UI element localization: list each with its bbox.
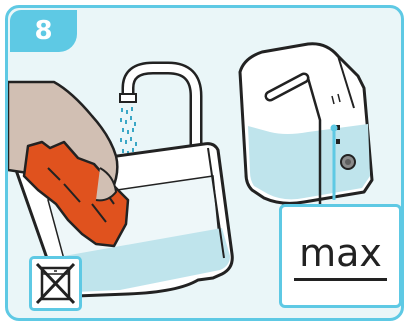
max-level-line [294, 278, 387, 281]
hand-with-cloth-icon [8, 82, 128, 246]
max-label: max [282, 233, 399, 273]
step-badge: 8 [10, 10, 77, 52]
faucet-icon [120, 68, 196, 156]
max-level-callout: max [279, 204, 402, 308]
instruction-panel: 8 max [5, 5, 404, 321]
no-dishwasher-icon [29, 256, 82, 311]
no-dishwasher-symbol [32, 259, 79, 308]
step-number: 8 [34, 16, 52, 46]
water-tank-icon [240, 44, 372, 204]
